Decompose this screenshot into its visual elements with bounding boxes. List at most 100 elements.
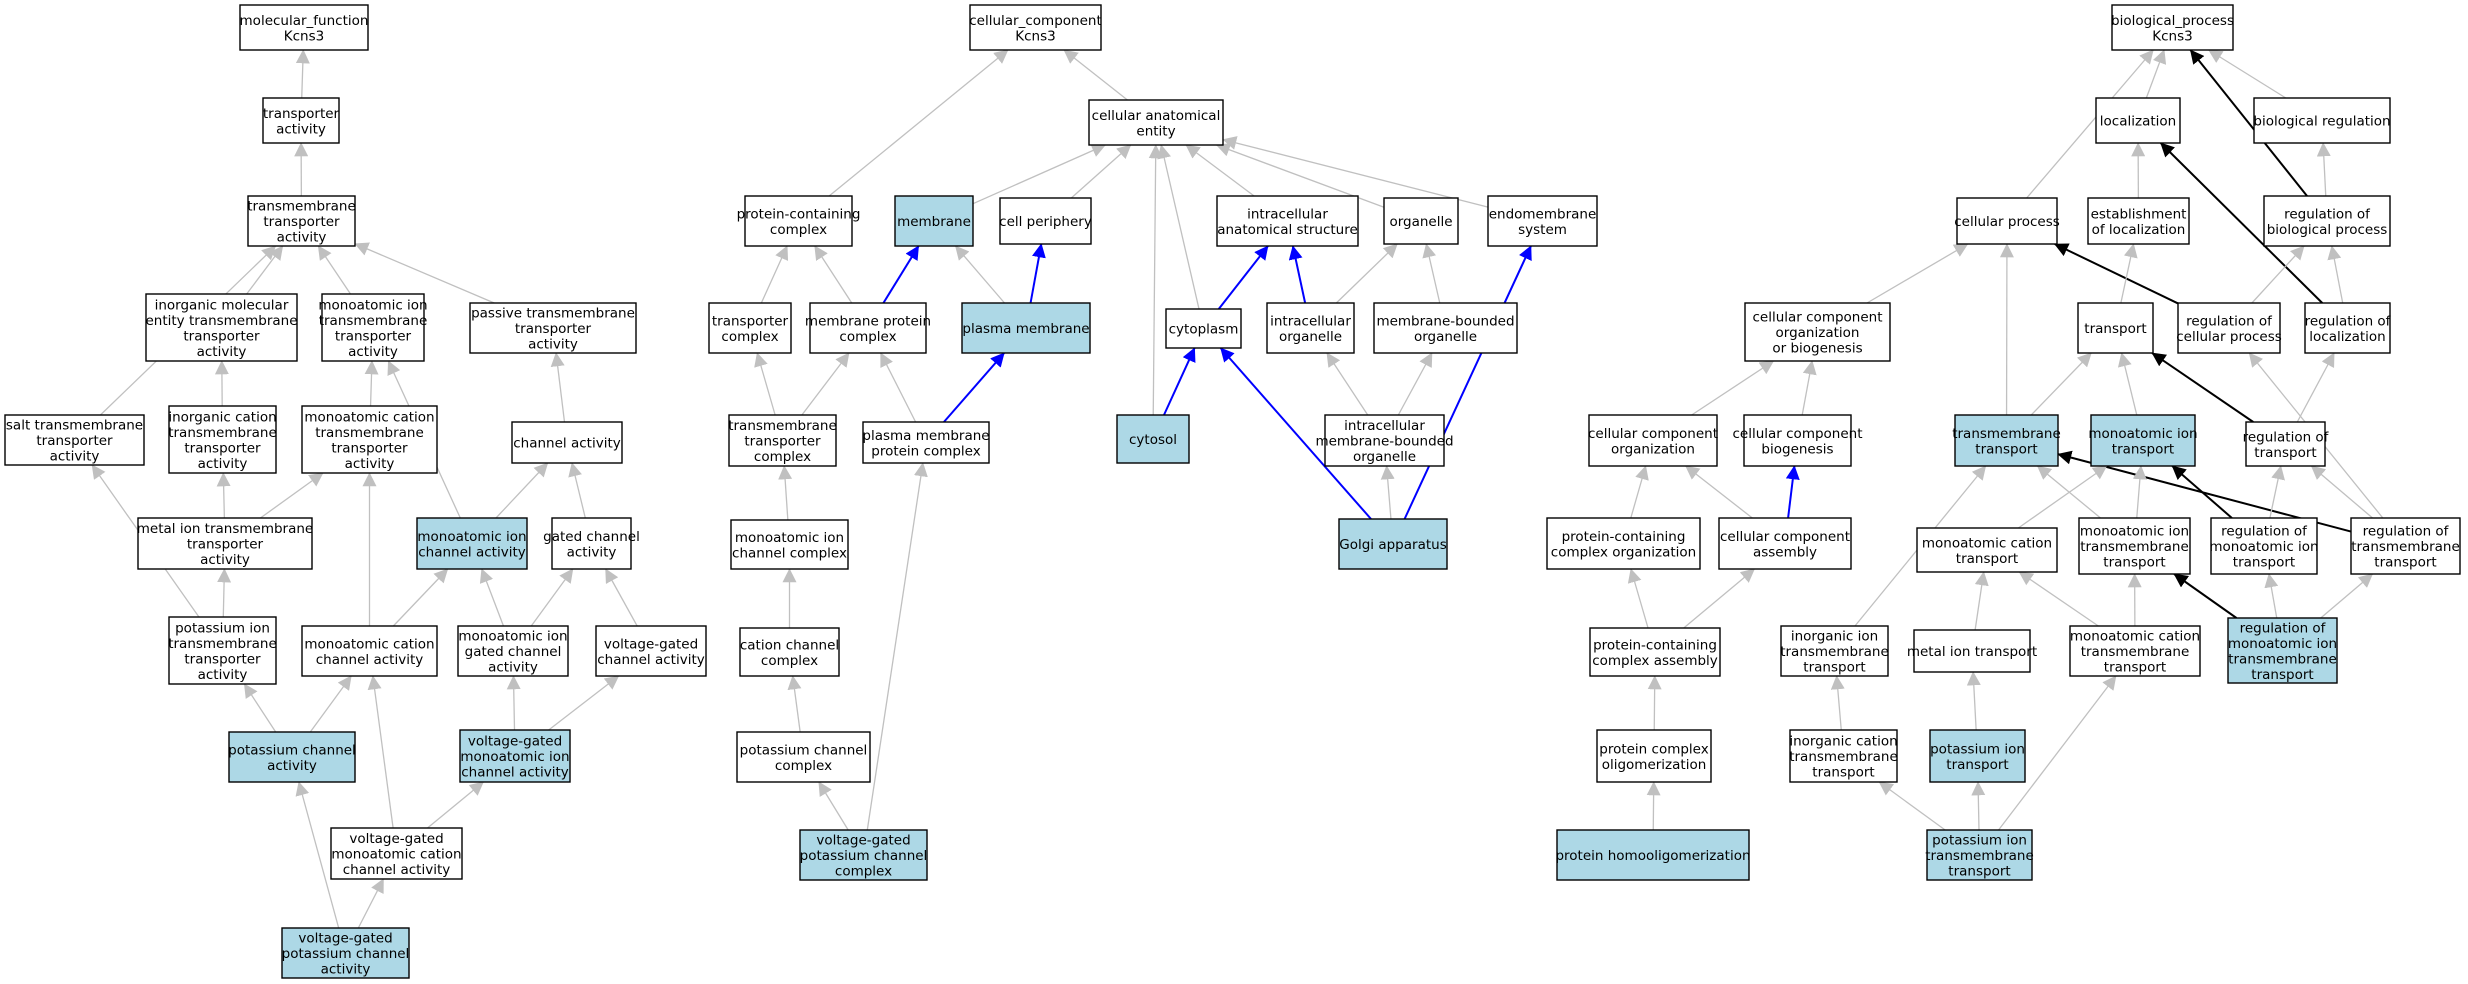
- node-box: [2069, 625, 2201, 677]
- node-box: [281, 927, 410, 979]
- node-label-line: transporter: [184, 440, 261, 456]
- node-bp_homoolig[interactable]: protein homooligomerization: [1555, 829, 1751, 881]
- edge-cc_anat-to-cc_root: [1063, 49, 1128, 101]
- node-cc_cytoplasm[interactable]: cytoplasm: [1165, 308, 1242, 349]
- node-bp_cellular[interactable]: cellular process: [1954, 197, 2060, 245]
- node-label-line: complex: [754, 449, 811, 465]
- node-label-line: channel complex: [732, 545, 847, 561]
- node-label-line: monoatomic cation: [304, 636, 434, 652]
- node-label-line: protein-containing: [1593, 637, 1717, 653]
- node-mf_monoion_tm[interactable]: monoatomic iontransmembranetransporterac…: [318, 293, 428, 362]
- node-mf_metal[interactable]: metal ion transmembranetransporteractivi…: [137, 517, 314, 570]
- node-bp_transport[interactable]: transport: [2077, 302, 2154, 354]
- node-cc_organelle[interactable]: organelle: [1383, 197, 1459, 245]
- node-label-line: metal ion transport: [1907, 644, 2037, 660]
- node-label-line: cellular component: [1720, 529, 1850, 545]
- node-label-line: complex: [770, 222, 827, 238]
- node-cc_cytosol[interactable]: cytosol: [1116, 414, 1190, 464]
- node-label-line: complex: [839, 329, 896, 345]
- node-bp_localization[interactable]: localization: [2095, 97, 2181, 144]
- node-cc_golgi[interactable]: Golgi apparatus: [1338, 518, 1448, 570]
- node-box: [2077, 302, 2154, 354]
- node-label-line: transport: [2251, 667, 2313, 683]
- node-bp_bioreg[interactable]: biological regulation: [2253, 97, 2391, 144]
- edge-bp_k_tm_transport-to-bp_inorg_cation_tm: [1878, 781, 1946, 831]
- node-label-line: salt transmembrane: [6, 418, 143, 434]
- node-box: [2253, 97, 2391, 144]
- node-label-line: transmembrane: [2081, 644, 2190, 660]
- node-mf_k_tm[interactable]: potassium iontransmembranetransporteract…: [168, 616, 277, 685]
- node-label-line: protein-containing: [1562, 529, 1686, 545]
- node-mf_channel[interactable]: channel activity: [511, 421, 623, 464]
- node-bp_metal_transport[interactable]: metal ion transport: [1907, 629, 2037, 673]
- node-cc_plasma_membrane[interactable]: plasma membrane: [961, 302, 1091, 354]
- node-cc_membrane[interactable]: membrane: [894, 195, 974, 247]
- node-label-line: transporter: [331, 440, 408, 456]
- node-box: [1596, 729, 1712, 783]
- node-mf_monocation_tm[interactable]: monoatomic cationtransmembranetransporte…: [301, 405, 438, 474]
- node-label-line: organelle: [1414, 329, 1477, 345]
- node-box: [2350, 517, 2461, 575]
- node-cc_periphery[interactable]: cell periphery: [999, 197, 1092, 245]
- node-mf_inorg_cation[interactable]: inorganic cationtransmembranetransporter…: [168, 405, 277, 474]
- edge-mf_monoion_gated-to-mf_gated: [530, 568, 574, 627]
